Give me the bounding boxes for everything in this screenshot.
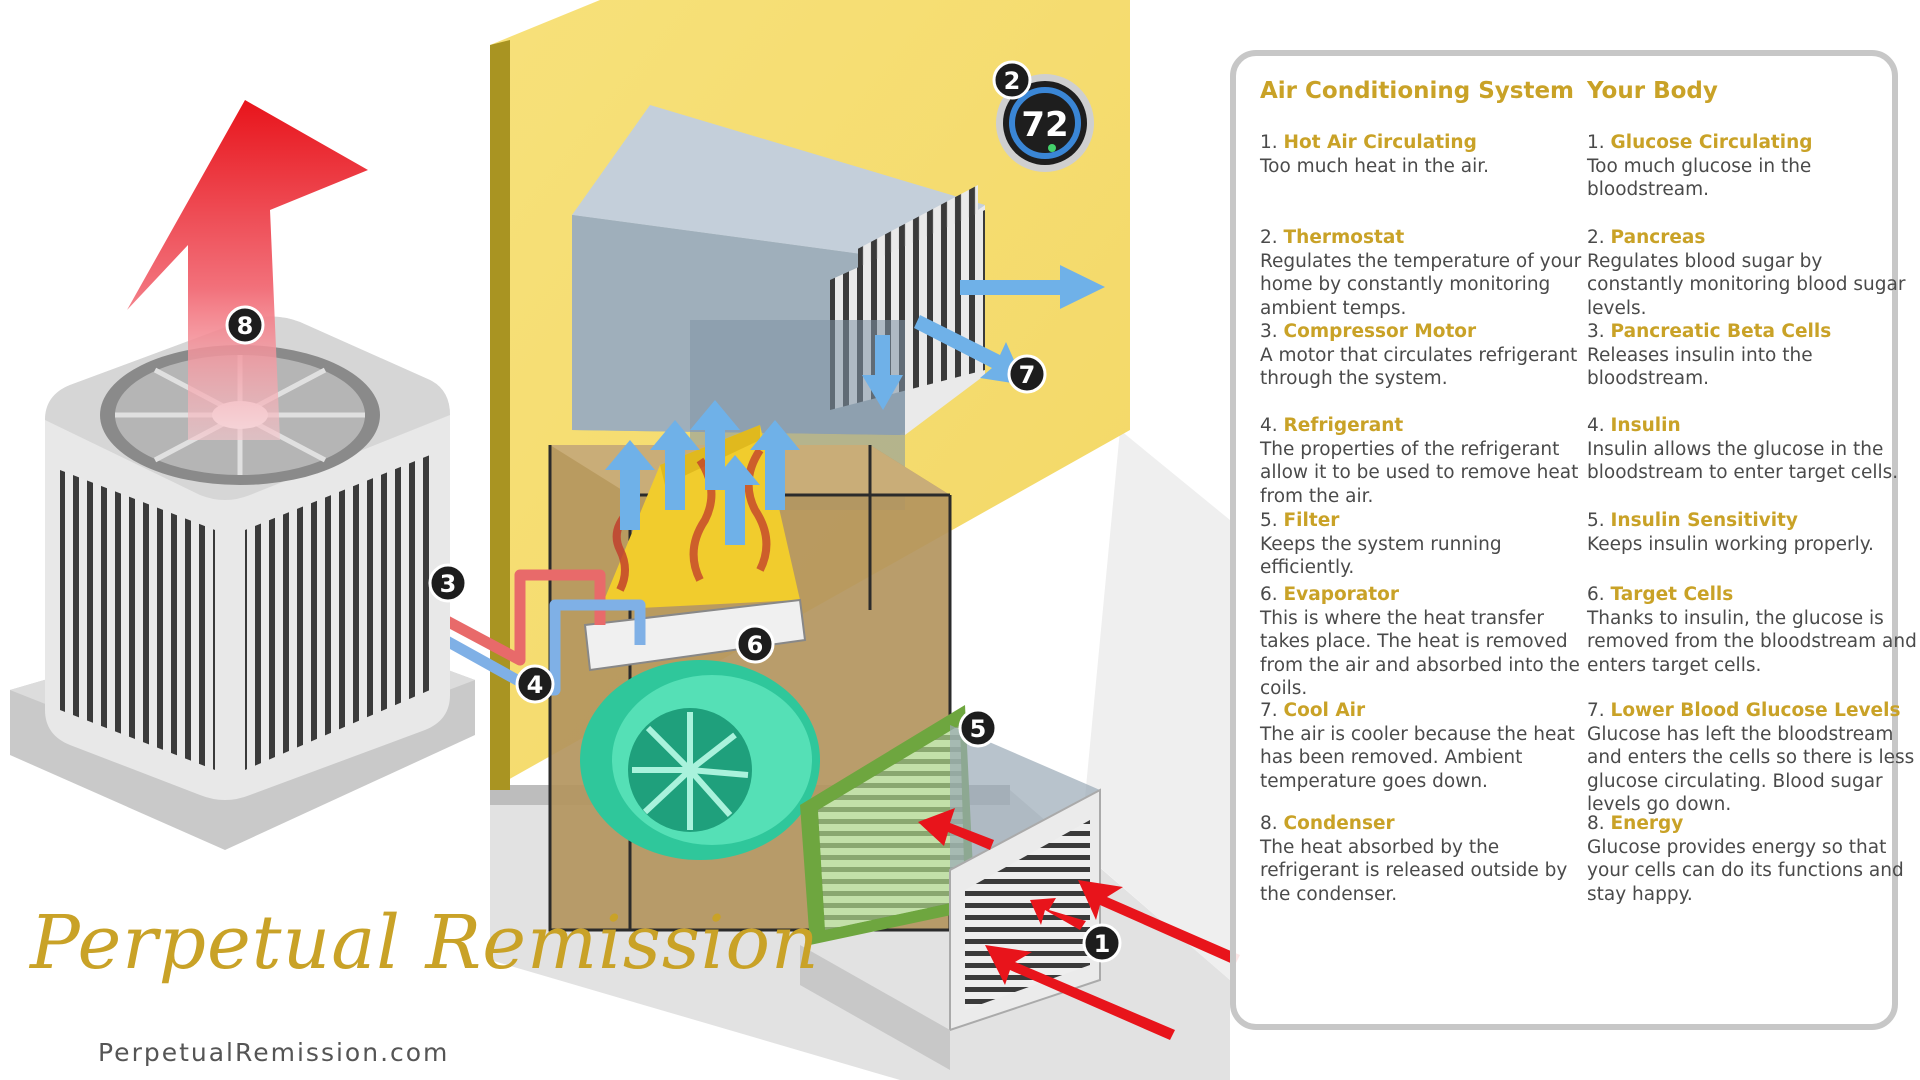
svg-text:5: 5 bbox=[970, 715, 987, 743]
callout-8: 8 bbox=[225, 305, 265, 345]
supply-duct bbox=[572, 105, 985, 510]
item-description: Glucose provides energy so that your cel… bbox=[1587, 836, 1904, 905]
item-title: Evaporator bbox=[1283, 584, 1399, 605]
item-description: This is where the heat transfer takes pl… bbox=[1260, 607, 1580, 700]
callout-1: 1 bbox=[1082, 923, 1122, 963]
item-title: Hot Air Circulating bbox=[1283, 132, 1477, 153]
callout-5: 5 bbox=[958, 708, 998, 748]
hot-air-arrows bbox=[918, 808, 1240, 1040]
item-number: 2. bbox=[1587, 227, 1605, 248]
item-title: Refrigerant bbox=[1283, 415, 1404, 436]
brand-logo: Perpetual Remission PerpetualRemission.c… bbox=[30, 900, 819, 1070]
item-description: Releases insulin into the bloodstream. bbox=[1587, 344, 1813, 390]
item-description: Glucose has left the bloodstream and ent… bbox=[1587, 723, 1915, 816]
callout-4: 4 bbox=[515, 664, 555, 704]
item-title: Condenser bbox=[1283, 813, 1395, 834]
svg-text:1: 1 bbox=[1094, 930, 1111, 958]
callout-3: 3 bbox=[428, 563, 468, 603]
item-number: 8. bbox=[1260, 813, 1278, 834]
item-title: Glucose Circulating bbox=[1610, 132, 1813, 153]
svg-text:3: 3 bbox=[440, 570, 457, 598]
cool-air-outflow bbox=[862, 265, 1105, 410]
callout-2: 2 bbox=[992, 60, 1032, 100]
item-description: Keeps the system running efficiently. bbox=[1260, 533, 1502, 579]
item-number: 3. bbox=[1260, 321, 1278, 342]
item-number: 6. bbox=[1587, 584, 1605, 605]
item-description: Insulin allows the glucose in the bloods… bbox=[1587, 438, 1899, 484]
item-title: Thermostat bbox=[1283, 227, 1405, 248]
condenser-unit bbox=[10, 316, 475, 850]
item-description: Keeps insulin working properly. bbox=[1587, 533, 1874, 555]
website-url: PerpetualRemission.com bbox=[98, 1038, 450, 1067]
item-number: 6. bbox=[1260, 584, 1278, 605]
legend-panel: Air Conditioning System Your Body 1. Hot… bbox=[1230, 50, 1917, 1030]
svg-text:6: 6 bbox=[747, 631, 764, 659]
item-number: 2. bbox=[1260, 227, 1278, 248]
item-number: 5. bbox=[1260, 510, 1278, 531]
item-description: Regulates the temperature of your home b… bbox=[1260, 250, 1582, 319]
item-number: 8. bbox=[1587, 813, 1605, 834]
item-title: Target Cells bbox=[1610, 584, 1734, 605]
svg-text:8: 8 bbox=[237, 312, 254, 340]
item-description: Thanks to insulin, the glucose is remove… bbox=[1587, 607, 1917, 676]
item-title: Compressor Motor bbox=[1283, 321, 1477, 342]
svg-text:4: 4 bbox=[527, 671, 544, 699]
blower-fan bbox=[580, 660, 820, 860]
logo-script-text: Perpetual Remission bbox=[30, 900, 820, 986]
item-description: Too much glucose in the bloodstream. bbox=[1587, 155, 1812, 201]
item-description: The air is cooler because the heat has b… bbox=[1260, 723, 1575, 792]
item-title: Pancreas bbox=[1610, 227, 1706, 248]
item-title: Insulin Sensitivity bbox=[1610, 510, 1798, 531]
svg-text:2: 2 bbox=[1004, 67, 1021, 95]
item-description: The properties of the refrigerant allow … bbox=[1260, 438, 1579, 507]
callout-badges: 1 2 3 4 5 6 7 8 bbox=[225, 60, 1122, 963]
item-number: 7. bbox=[1260, 700, 1278, 721]
svg-text:7: 7 bbox=[1019, 361, 1036, 389]
ac-column-heading: Air Conditioning System bbox=[1260, 78, 1575, 104]
item-description: A motor that circulates refrigerant thro… bbox=[1260, 344, 1578, 390]
item-number: 3. bbox=[1587, 321, 1605, 342]
item-title: Energy bbox=[1610, 813, 1684, 834]
body-column-heading: Your Body bbox=[1587, 78, 1718, 104]
item-number: 5. bbox=[1587, 510, 1605, 531]
item-title: Filter bbox=[1283, 510, 1340, 531]
callout-7: 7 bbox=[1007, 354, 1047, 394]
heat-exhaust-arrow bbox=[127, 100, 368, 440]
thermostat: 72 bbox=[996, 74, 1094, 172]
item-number: 4. bbox=[1587, 415, 1605, 436]
filter bbox=[800, 705, 975, 945]
item-description: Regulates blood sugar by constantly moni… bbox=[1587, 250, 1906, 319]
callout-6: 6 bbox=[735, 624, 775, 664]
item-title: Lower Blood Glucose Levels bbox=[1610, 700, 1901, 721]
item-number: 1. bbox=[1260, 132, 1278, 153]
item-number: 4. bbox=[1260, 415, 1278, 436]
item-description: Too much heat in the air. bbox=[1260, 155, 1490, 177]
item-description: The heat absorbed by the refrigerant is … bbox=[1260, 836, 1568, 905]
thermostat-reading: 72 bbox=[1021, 105, 1068, 145]
item-number: 7. bbox=[1587, 700, 1605, 721]
cool-air-arrows-up bbox=[605, 400, 800, 545]
item-title: Cool Air bbox=[1283, 700, 1366, 721]
item-number: 1. bbox=[1587, 132, 1605, 153]
item-title: Pancreatic Beta Cells bbox=[1610, 321, 1832, 342]
item-title: Insulin bbox=[1610, 415, 1681, 436]
